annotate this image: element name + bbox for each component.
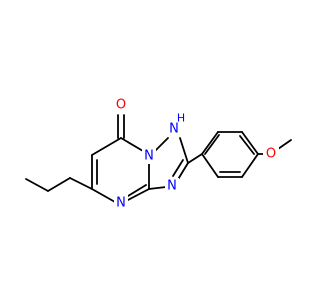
bond <box>47 177 71 192</box>
molecule-drawing: O N H N N N O <box>25 97 292 211</box>
atom-O2: O <box>266 147 276 162</box>
bond <box>241 153 259 178</box>
bond <box>201 153 219 178</box>
bond <box>127 184 147 197</box>
bond <box>125 188 150 202</box>
bond <box>172 159 184 177</box>
bond <box>239 135 255 155</box>
bond <box>148 186 167 190</box>
bond-layer <box>25 114 292 203</box>
atom-N3: N <box>116 196 126 211</box>
atom-layer: O N H N N N O <box>113 97 279 211</box>
bond <box>277 139 292 150</box>
bond <box>204 134 220 155</box>
bond <box>241 131 259 155</box>
bond <box>179 137 189 164</box>
atom-N1H-hydrogen: H <box>177 112 185 125</box>
bond <box>69 177 93 190</box>
bond <box>91 137 122 156</box>
bond <box>91 188 116 203</box>
atom-O1: O <box>116 98 126 113</box>
bond <box>154 137 169 152</box>
bond <box>120 137 144 152</box>
bond <box>201 131 219 155</box>
bond <box>187 153 203 164</box>
atom-N4: N <box>167 179 177 194</box>
atom-N2: N <box>144 149 154 164</box>
atom-N1H: N <box>169 122 179 137</box>
bond <box>25 178 49 192</box>
